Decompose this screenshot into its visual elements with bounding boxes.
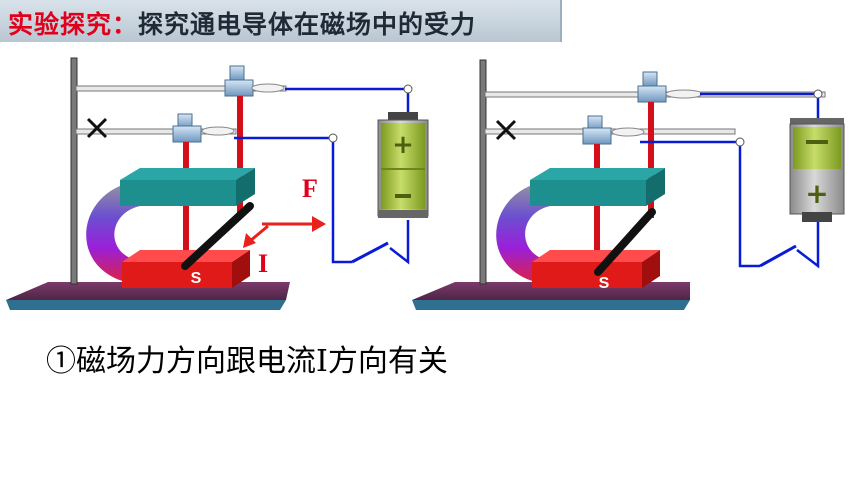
- left-force-label: F: [302, 174, 318, 203]
- left-conductor-bar: [181, 202, 254, 270]
- right-apparatus: N S +: [412, 59, 845, 310]
- left-stand-pole: [70, 57, 78, 285]
- right-conductor-bar: [594, 208, 656, 276]
- left-battery: +: [377, 112, 429, 218]
- right-base-edge: [412, 300, 690, 310]
- left-apparatus: N S F I +: [6, 57, 429, 310]
- left-lower-clamp: [172, 113, 235, 143]
- left-current-arrow: [243, 224, 269, 248]
- left-horseshoe-magnet: [86, 168, 255, 288]
- left-base-edge: [6, 300, 286, 310]
- title-text: 探究通电导体在磁场中的受力: [138, 10, 477, 39]
- title-bar: 实验探究：探究通电导体在磁场中的受力: [0, 0, 562, 42]
- right-upper-clamp: [637, 71, 703, 103]
- right-red-rod-2: [648, 102, 654, 218]
- conclusion-text: ①磁场力方向跟电流I方向有关: [46, 344, 448, 379]
- title-prefix: 实验探究：: [8, 10, 139, 39]
- left-cross-mark: [86, 117, 108, 139]
- slide-title: 实验探究：探究通电导体在磁场中的受力: [8, 5, 476, 41]
- right-battery: +: [789, 118, 845, 222]
- left-lower-rod: [75, 128, 237, 135]
- right-south-label: S: [599, 275, 610, 292]
- left-south-label: S: [191, 270, 202, 287]
- right-battery-minus-icon: [806, 140, 828, 144]
- right-north-label: N: [602, 210, 614, 229]
- left-current-label: I: [258, 249, 268, 278]
- left-terminals: [328, 84, 413, 143]
- left-battery-plus-icon: +: [392, 130, 414, 160]
- right-cross-mark: [495, 119, 517, 141]
- right-terminals: [735, 89, 823, 147]
- left-north-label: N: [190, 208, 202, 227]
- right-battery-plus-icon: +: [805, 177, 828, 210]
- left-upper-clamp: [224, 65, 285, 97]
- right-horseshoe-magnet: [496, 168, 665, 288]
- right-lower-clamp: [582, 115, 645, 145]
- right-stand-pole: [479, 59, 487, 285]
- left-circuit-wires: [234, 87, 410, 265]
- left-force-arrow: [262, 216, 326, 232]
- left-red-rod-2: [237, 96, 243, 218]
- left-battery-minus-icon: [395, 194, 411, 198]
